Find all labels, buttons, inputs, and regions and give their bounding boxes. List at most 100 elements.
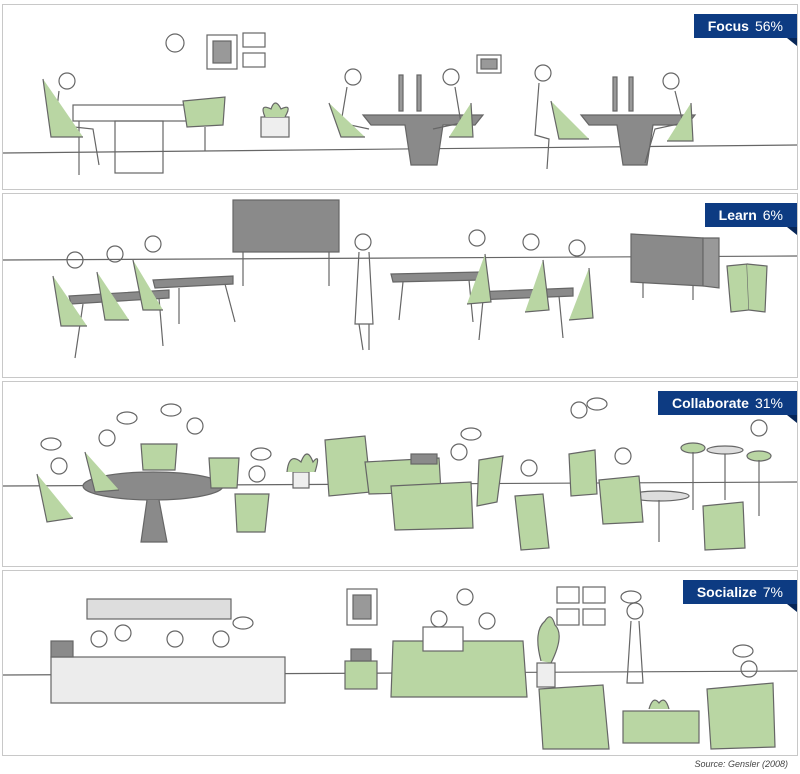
paper-stack-icon bbox=[350, 648, 372, 662]
mode-badge-collaborate: Collaborate 31% bbox=[657, 391, 797, 423]
chair-icon bbox=[524, 259, 550, 313]
person-icon bbox=[442, 68, 460, 86]
speech-bubble-icon bbox=[250, 447, 272, 461]
bar-table-icon bbox=[706, 445, 744, 455]
wall-frame-icon bbox=[582, 586, 606, 604]
person-icon bbox=[114, 624, 132, 642]
mode-badge-socialize: Socialize 7% bbox=[682, 580, 797, 612]
speech-bubble-icon bbox=[732, 644, 754, 658]
planter-icon bbox=[292, 471, 310, 489]
person-icon bbox=[614, 447, 632, 465]
mode-label: Socialize bbox=[696, 584, 757, 600]
coffee-table-icon bbox=[622, 710, 700, 744]
person-icon bbox=[450, 443, 468, 461]
mode-label: Learn bbox=[718, 207, 757, 223]
speech-bubble-icon bbox=[116, 411, 138, 425]
collaborate-scene-illustration bbox=[3, 397, 797, 551]
mode-percent: 6% bbox=[762, 207, 783, 223]
person-icon bbox=[248, 465, 266, 483]
person-icon bbox=[186, 417, 204, 435]
stacked-chairs-icon bbox=[726, 263, 750, 313]
chair-icon bbox=[568, 449, 598, 497]
person-icon bbox=[430, 610, 448, 628]
chair-icon bbox=[42, 78, 83, 138]
person-icon bbox=[90, 630, 108, 648]
chair-icon bbox=[476, 455, 504, 507]
side-table-icon bbox=[344, 660, 378, 690]
mode-badge-learn: Learn 6% bbox=[704, 203, 797, 235]
planter-icon bbox=[536, 662, 556, 688]
person-icon bbox=[568, 239, 586, 257]
mode-badge-focus: Focus 56% bbox=[693, 14, 797, 46]
plant-icon bbox=[648, 699, 670, 710]
desk-icon bbox=[72, 104, 194, 122]
person-icon bbox=[534, 64, 552, 82]
person-icon bbox=[662, 72, 680, 90]
wall-panel-icon bbox=[86, 598, 232, 620]
wall-clock-icon bbox=[456, 588, 474, 606]
plant-icon bbox=[537, 616, 560, 664]
learn-scene-illustration bbox=[3, 199, 797, 359]
paper-stack-icon bbox=[50, 640, 74, 658]
chair-icon bbox=[36, 473, 74, 523]
planter-icon bbox=[260, 116, 290, 138]
armchair-icon bbox=[706, 682, 776, 750]
person-icon bbox=[66, 251, 84, 269]
panel-learn: Learn 6% bbox=[2, 193, 798, 378]
plant-icon bbox=[262, 102, 289, 118]
focus-scene-illustration bbox=[3, 32, 797, 175]
wall-frame-icon bbox=[556, 586, 580, 604]
mode-percent: 7% bbox=[762, 584, 783, 600]
desk-icon bbox=[390, 271, 482, 283]
panel-collaborate: Collaborate 31% bbox=[2, 381, 798, 567]
person-icon bbox=[344, 68, 362, 86]
wall-frame-icon bbox=[582, 608, 606, 626]
chair-icon bbox=[52, 275, 87, 327]
panel-socialize: Socialize 7% bbox=[2, 570, 798, 756]
floor-line bbox=[3, 144, 797, 154]
laptop-icon bbox=[410, 453, 438, 465]
speech-bubble-icon bbox=[40, 437, 62, 451]
plant-icon bbox=[286, 453, 319, 473]
folded-table-icon bbox=[630, 233, 704, 287]
speech-bubble-icon bbox=[232, 616, 254, 630]
chair-icon bbox=[466, 253, 492, 305]
armchair-icon bbox=[702, 501, 746, 551]
newspaper-icon bbox=[422, 626, 464, 652]
speech-bubble-icon bbox=[586, 397, 608, 411]
person-icon bbox=[478, 612, 496, 630]
wall-clock-icon bbox=[165, 33, 185, 53]
mode-percent: 31% bbox=[754, 395, 783, 411]
mode-percent: 56% bbox=[754, 18, 783, 34]
sofa-icon bbox=[324, 435, 372, 497]
bar-stool-icon bbox=[746, 450, 772, 462]
chair-icon bbox=[140, 443, 178, 471]
wall-frame-icon bbox=[556, 608, 580, 626]
socialize-scene-illustration bbox=[3, 586, 797, 750]
person-icon bbox=[144, 235, 162, 253]
reception-desk-icon bbox=[50, 656, 286, 704]
chair-icon bbox=[514, 493, 550, 551]
chair-icon bbox=[234, 493, 270, 533]
person-icon bbox=[740, 660, 758, 678]
mode-label: Collaborate bbox=[671, 395, 749, 411]
panel-focus: Focus 56% bbox=[2, 4, 798, 190]
person-icon bbox=[468, 229, 486, 247]
mode-label: Focus bbox=[707, 18, 749, 34]
desk-icon bbox=[152, 275, 234, 289]
person-icon bbox=[106, 245, 124, 263]
desk-pedestal-icon bbox=[114, 120, 164, 174]
person-icon bbox=[166, 630, 184, 648]
sofa-icon bbox=[390, 640, 528, 698]
person-icon bbox=[520, 459, 538, 477]
chair-icon bbox=[328, 102, 365, 138]
person-icon bbox=[522, 233, 540, 251]
chair-icon bbox=[550, 100, 589, 140]
person-icon bbox=[58, 72, 76, 90]
person-icon bbox=[354, 233, 372, 251]
person-icon bbox=[98, 429, 116, 447]
table-icon bbox=[361, 114, 485, 166]
speech-bubble-icon bbox=[620, 590, 642, 604]
person-icon bbox=[626, 602, 644, 620]
chair-icon bbox=[449, 102, 474, 138]
